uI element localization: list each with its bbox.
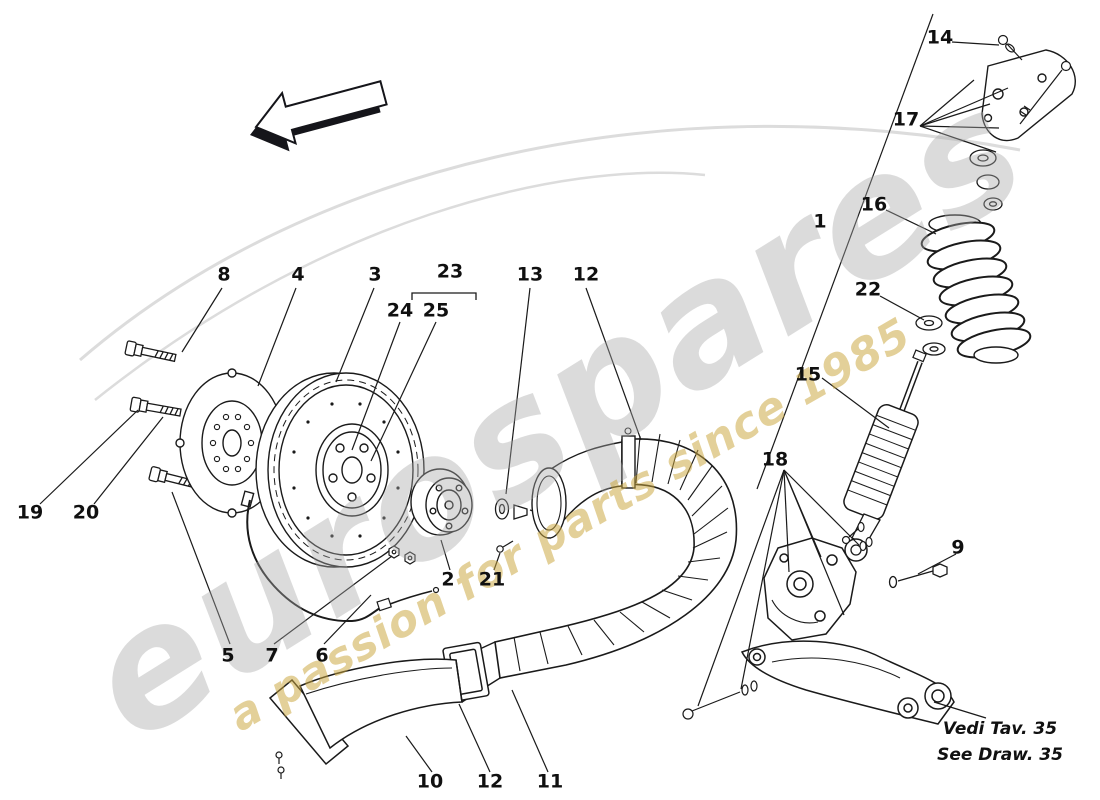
top-mount-long-bolt bbox=[1019, 60, 1072, 125]
watermark-swoosh bbox=[79, 124, 1021, 401]
upright-fasteners bbox=[841, 521, 873, 552]
top-mount-bushings bbox=[969, 149, 1003, 211]
hub-spacer-washer bbox=[494, 498, 537, 520]
drawing-reference-note: Vedi Tav. 35 See Draw. 35 bbox=[920, 716, 1080, 769]
sensor-nuts bbox=[388, 545, 416, 565]
coil-spring bbox=[920, 214, 1032, 364]
shock-bolt bbox=[888, 563, 948, 589]
small-bolt bbox=[496, 540, 514, 553]
air-intake-scoop bbox=[268, 658, 463, 766]
spring-seat-washers bbox=[915, 315, 946, 356]
direction-arrow-icon bbox=[250, 80, 388, 152]
suspension-upright bbox=[763, 537, 857, 641]
wheel-hub bbox=[410, 468, 473, 536]
brake-disc bbox=[255, 372, 425, 568]
top-mount-bolt bbox=[997, 34, 1023, 61]
leader-lines bbox=[39, 13, 1009, 773]
callout-23-bracket bbox=[411, 292, 477, 300]
scoop-screws bbox=[275, 751, 285, 779]
duct-bell bbox=[531, 441, 623, 540]
abs-sensor-cable bbox=[246, 499, 440, 623]
note-line-english: See Draw. 35 bbox=[937, 745, 1063, 766]
suspension-top-mount bbox=[981, 49, 1076, 142]
shock-absorber bbox=[843, 349, 927, 562]
lower-control-arm bbox=[740, 640, 955, 725]
note-line-italian: Vedi Tav. 35 bbox=[942, 719, 1058, 739]
flexible-duct-hose bbox=[494, 427, 738, 679]
arm-bolt bbox=[682, 680, 758, 720]
